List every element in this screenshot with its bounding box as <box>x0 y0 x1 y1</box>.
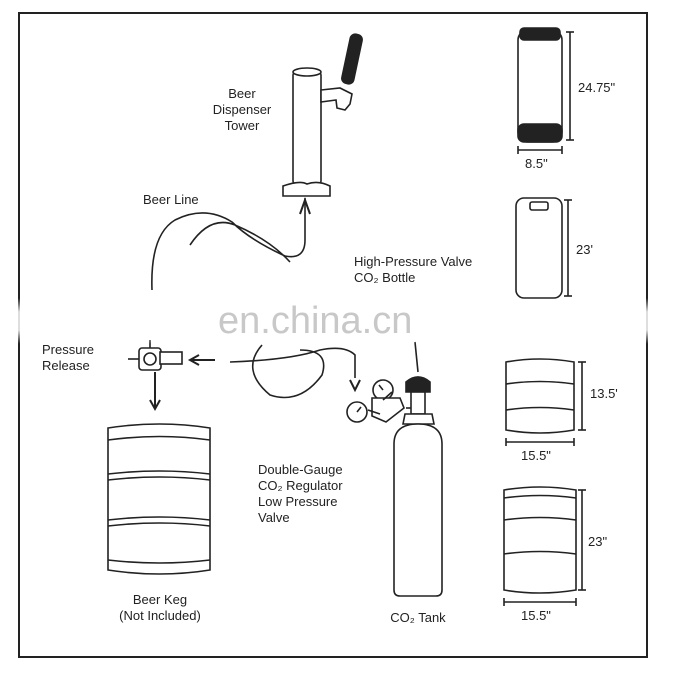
beer-tower <box>282 33 363 197</box>
keg3-width: 15.5" <box>521 448 551 463</box>
regulator-line1: Double-Gauge <box>258 462 343 477</box>
regulator-line4: Valve <box>258 510 290 525</box>
keg-half-4 <box>503 486 586 606</box>
pressure-release-valve <box>128 340 183 371</box>
co2-regulator <box>346 379 415 423</box>
beer-line <box>151 198 306 291</box>
keg4-width: 15.5" <box>521 608 551 623</box>
keg1-width: 8.5" <box>525 156 548 171</box>
keg-slim-2 <box>515 197 572 299</box>
keg-label: Beer Keg (Not Included) <box>100 592 220 624</box>
regulator-line2: CO₂ Regulator <box>258 478 343 493</box>
keg-label-line2: (Not Included) <box>119 608 201 623</box>
tower-label: Beer Dispenser Tower <box>200 86 284 134</box>
hp-valve-label: High-Pressure Valve CO₂ Bottle <box>354 254 472 286</box>
co2-tank <box>393 341 443 597</box>
keg4-height: 23" <box>588 534 608 549</box>
regulator-line3: Low Pressure <box>258 494 338 509</box>
co2-tank-label: CO₂ Tank <box>390 610 446 625</box>
keg1-height: 24.75" <box>578 80 616 95</box>
hp-valve-line1: High-Pressure Valve <box>354 254 473 269</box>
pressure-release-label: Pressure Release <box>42 342 94 374</box>
keg-cornelius-1 <box>517 27 574 154</box>
tower-label-line2: Dispenser <box>212 102 272 117</box>
keg3-height: 13.5' <box>590 386 618 401</box>
keg-label-line1: Beer Keg <box>132 592 188 607</box>
watermark: en.china.cn <box>218 300 413 342</box>
keg2-height: 23' <box>576 242 593 257</box>
beer-keg <box>107 423 211 575</box>
beer-line-label: Beer Line <box>143 192 199 207</box>
pressure-release-line2: Release <box>42 358 90 373</box>
watermark-band <box>0 298 673 344</box>
tower-label-line3: Tower <box>224 118 260 133</box>
pressure-release-line1: Pressure <box>42 342 95 357</box>
gas-line <box>229 344 356 399</box>
regulator-label: Double-Gauge CO₂ Regulator Low Pressure … <box>258 462 343 526</box>
tower-label-line1: Beer <box>228 86 256 101</box>
keg-quarter-3 <box>505 358 586 446</box>
hp-valve-line2: CO₂ Bottle <box>354 270 416 285</box>
